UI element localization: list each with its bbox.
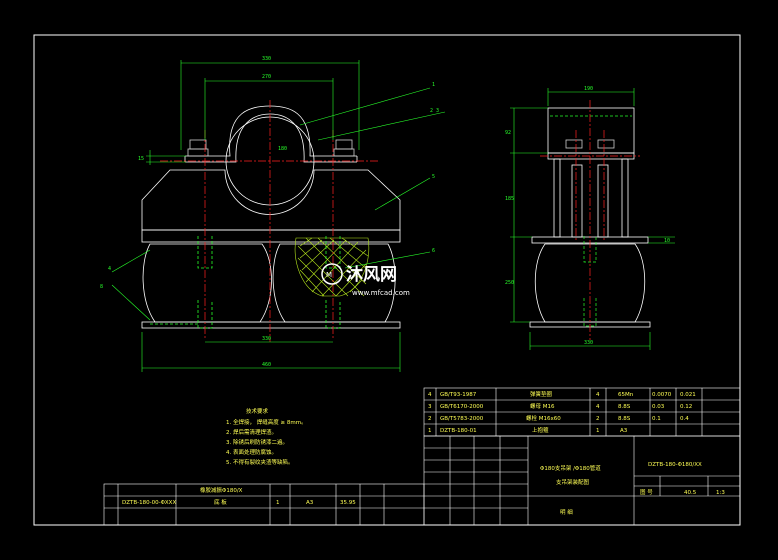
dim-top-outer: 330 (262, 56, 271, 62)
note-line-4: 4. 表面处理防腐蚀。 (226, 448, 277, 456)
svg-text:0.0070: 0.0070 (652, 392, 672, 398)
weight-value: 40.5 (684, 490, 697, 496)
bottom-table (103, 483, 425, 526)
front-dim-labels: 330 270 460 330 15 180 1 2 3 5 6 4 8 (100, 56, 439, 368)
svg-text:0.021: 0.021 (680, 392, 696, 398)
watermark-brand: 沐风网 (346, 265, 397, 285)
support-plate (141, 229, 401, 243)
parts-list-table (423, 387, 741, 437)
watermark: M 沐风网 www.mfcad.com (321, 263, 410, 297)
svg-text:4: 4 (596, 392, 600, 398)
sheet-label: 图 号 (640, 488, 653, 496)
svg-text:0.12: 0.12 (680, 404, 692, 410)
side-leg-left (553, 158, 561, 238)
note-line-5: 5. 不得有裂纹夹渣等缺陷。 (226, 458, 294, 466)
svg-text:M: M (326, 271, 332, 279)
front-anchor-bolts (150, 236, 341, 329)
balloon-6: 6 (432, 248, 435, 254)
svg-text:A3: A3 (620, 428, 628, 434)
bottom-table-text: DZTB-180-00-ΦXXX 橡胶减振Φ180/X 底 板 1 A3 35.… (122, 486, 356, 506)
side-dashed (550, 115, 632, 327)
svg-text:0.4: 0.4 (680, 416, 689, 422)
side-top-block (547, 107, 635, 154)
balloon-1: 1 (432, 82, 435, 88)
balloon-8: 8 (100, 284, 103, 290)
svg-text:65Mn: 65Mn (618, 392, 634, 398)
balloon-5: 5 (432, 174, 435, 180)
title-block (423, 435, 741, 526)
dim-left: 15 (138, 156, 144, 162)
bolt-right (335, 139, 353, 150)
base-plate (141, 321, 401, 329)
title-block-text: Φ180支吊架 /Φ180管道 支吊架装配图 DZTB-180-Φ180/XX … (540, 462, 725, 516)
front-dimensions (111, 60, 446, 372)
svg-text:2: 2 (596, 416, 600, 422)
pipe-dim-label: 180 (278, 146, 287, 152)
parts-list-text: 4 GB/T93-1987 弹簧垫圈 4 65Mn 0.0070 0.021 3… (428, 390, 696, 434)
svg-text:0.03: 0.03 (652, 404, 665, 410)
dim-bottom: 460 (262, 362, 271, 368)
svg-text:4: 4 (596, 404, 600, 410)
bottom-name: 橡胶减振Φ180/X (200, 486, 243, 494)
svg-text:上抱箍: 上抱箍 (532, 426, 549, 434)
svg-text:2: 2 (428, 416, 432, 422)
side-dim-bottom: 330 (584, 340, 593, 346)
upper-clamp-inner (185, 113, 357, 163)
svg-text:弹簧垫圈: 弹簧垫圈 (530, 390, 553, 398)
bracket-body (141, 169, 401, 231)
note-line-1: 1. 全焊接， 焊缝高度 ≥ 8mm。 (226, 418, 307, 426)
svg-text:DZTB-180-01: DZTB-180-01 (440, 428, 477, 434)
side-dim-top: 190 (584, 86, 593, 92)
bottom-qty: 1 (276, 500, 280, 506)
title-line-1: Φ180支吊架 /Φ180管道 (540, 464, 601, 472)
bottom-name-2: 底 板 (214, 498, 227, 506)
svg-text:GB/T6170-2000: GB/T6170-2000 (440, 404, 484, 410)
notes-title: 技术要求 (246, 407, 269, 415)
note-line-3: 3. 除锈后刷防锈漆二遍。 (226, 438, 288, 446)
front-centerlines (160, 100, 380, 342)
bottom-code: DZTB-180-00-ΦXXX (122, 500, 176, 506)
side-centerlines (540, 100, 640, 340)
svg-text:1: 1 (596, 428, 600, 434)
dim-base: 330 (262, 336, 271, 342)
svg-text:螺栓 M16x60: 螺栓 M16x60 (526, 414, 561, 422)
scale-value: 1:3 (716, 490, 725, 496)
svg-text:螺母 M16: 螺母 M16 (530, 402, 555, 410)
note-line-2: 2. 焊后需清理焊渣。 (226, 428, 277, 436)
front-view (141, 105, 401, 329)
side-dim-h2: 185 (505, 196, 514, 202)
rubber-pad-left (142, 243, 272, 323)
dim-top-inner: 270 (262, 74, 271, 80)
bolt-left (189, 139, 207, 150)
svg-text:8.8S: 8.8S (618, 416, 631, 422)
side-dim-h1: 92 (505, 130, 511, 136)
bottom-val: 35.95 (340, 500, 356, 506)
drawing-number: DZTB-180-Φ180/XX (648, 462, 702, 468)
svg-text:3: 3 (428, 404, 432, 410)
svg-text:8.8S: 8.8S (618, 404, 631, 410)
balloon-2-3: 2 3 (430, 108, 439, 114)
balloon-4: 4 (108, 266, 111, 272)
upper-clamp (185, 105, 357, 157)
footer-label: 明 细 (560, 508, 573, 516)
side-dim-h3: 250 (505, 280, 514, 286)
svg-text:GB/T5783-2000: GB/T5783-2000 (440, 416, 484, 422)
svg-text:1: 1 (428, 428, 432, 434)
svg-text:GB/T93-1987: GB/T93-1987 (440, 392, 477, 398)
technical-notes: 技术要求 1. 全焊接， 焊缝高度 ≥ 8mm。 2. 焊后需清理焊渣。 3. … (226, 407, 307, 466)
side-dim-labels: 190 330 10 92 185 250 (505, 86, 670, 346)
title-line-2: 支吊架装配图 (556, 478, 590, 486)
svg-text:0.1: 0.1 (652, 416, 661, 422)
side-dimensions (510, 88, 675, 350)
bottom-mat: A3 (306, 500, 314, 506)
svg-text:4: 4 (428, 392, 432, 398)
side-dim-right: 10 (664, 238, 670, 244)
side-leg-right (621, 158, 629, 238)
watermark-url: www.mfcad.com (352, 289, 410, 297)
